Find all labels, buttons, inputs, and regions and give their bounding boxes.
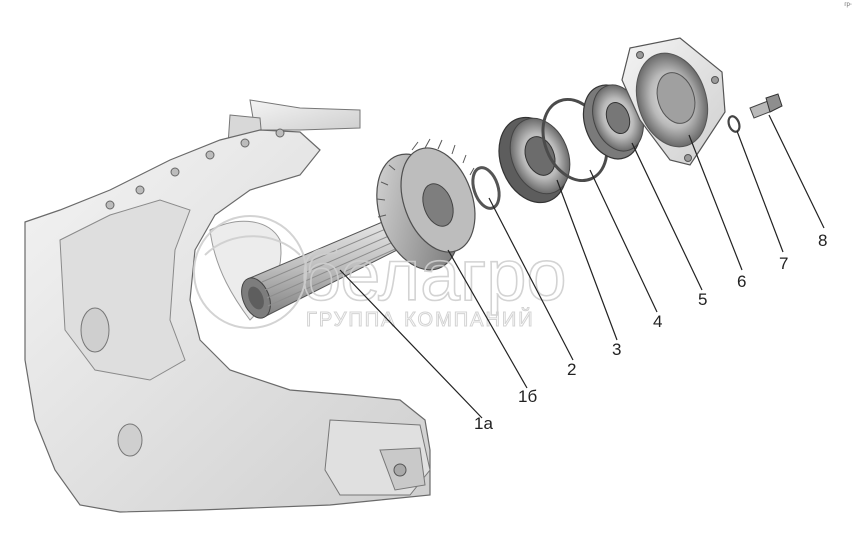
leader-2 [488,197,574,361]
watermark: белагро ГРУППА КОМПАНИЙ [193,215,567,332]
callout-7: 7 [779,254,788,273]
gearbox-housing [24,99,431,513]
callout-5: 5 [698,290,707,309]
callout-2: 2 [567,360,576,379]
leader-4 [589,169,658,313]
gear-part [376,138,476,271]
watermark-brand: белагро [300,236,566,316]
callout-3: 3 [612,340,621,359]
callout-1a: 1а [474,414,493,433]
snap-ring-part [471,166,501,210]
washer-part [727,115,741,133]
bearing-part-3 [498,116,571,204]
leader-5 [631,142,703,291]
leader-3 [556,179,618,341]
leader-6 [688,134,743,271]
bearing-cover-part [621,37,726,166]
callout-8: 8 [818,231,827,250]
bolt-part [749,93,783,119]
callout-1b: 1б [518,387,537,406]
leader-1a [339,269,483,419]
leader-8 [768,114,825,229]
callout-4: 4 [653,312,662,331]
callout-6: 6 [737,272,746,291]
leader-7 [736,130,784,253]
watermark-tagline: ГРУППА КОМПАНИЙ [306,307,535,331]
leader-lines [339,114,825,419]
leader-1b [447,249,528,389]
corner-mark: гр◦ [844,2,852,8]
callout-labels: 1а 1б 2 3 4 5 6 7 8 [474,231,827,433]
bearing-part-5 [582,84,644,160]
